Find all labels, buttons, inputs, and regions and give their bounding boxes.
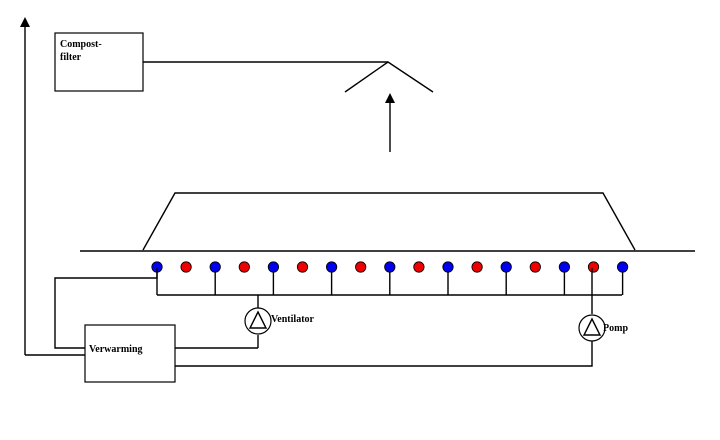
blue-nozzle [558, 261, 571, 273]
pump: Pomp [578, 314, 628, 342]
compost-filter-label-2: filter [60, 52, 82, 63]
blue-nozzle [500, 261, 512, 273]
red-nozzle [471, 261, 483, 273]
fan-icon [248, 310, 268, 329]
pump-label: Pomp [603, 323, 628, 334]
red-nozzle [413, 261, 425, 273]
pump-icon [582, 317, 602, 336]
compost-heap [142, 192, 636, 251]
compost-filter: Compost- filter [54, 32, 144, 92]
heater: Verwarming [84, 324, 176, 383]
fan: Ventilator [244, 307, 315, 335]
red-nozzle [180, 261, 192, 273]
blue-nozzle [442, 261, 454, 273]
blue-nozzle [267, 261, 279, 273]
red-nozzle [296, 261, 309, 273]
vent-roof [344, 61, 434, 93]
red-nozzle [529, 261, 541, 273]
blue-nozzle [384, 261, 396, 273]
blue-nozzle [616, 261, 629, 273]
heater-to-pump-line [175, 341, 593, 367]
nozzle-row [151, 261, 629, 273]
blue-nozzle [209, 261, 221, 273]
blue-nozzle [325, 261, 338, 273]
heater-label: Verwarming [89, 344, 143, 355]
red-nozzle [587, 261, 600, 273]
fan-label: Ventilator [271, 314, 315, 325]
compost-filter-label-1: Compost- [60, 39, 102, 50]
red-nozzle [238, 261, 250, 273]
red-nozzle [355, 261, 367, 273]
heater-loop-top [54, 268, 158, 349]
